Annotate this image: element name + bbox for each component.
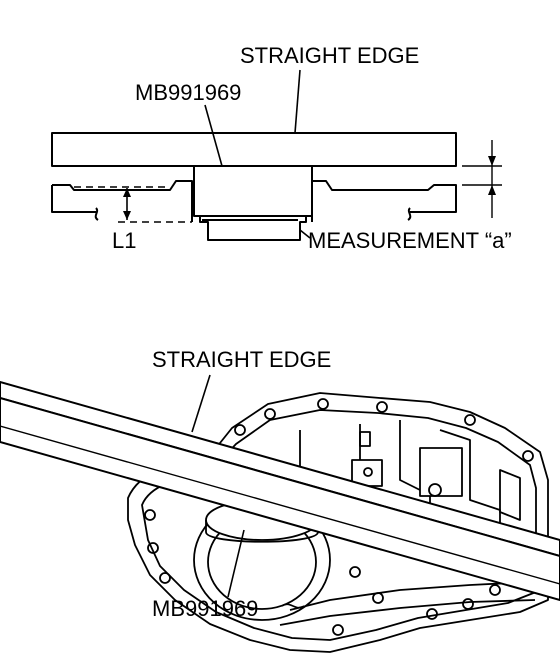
- measurement-a-arrow-top: [488, 156, 496, 166]
- bottom-leaders: [191, 374, 305, 609]
- bolt-hole: [147, 542, 159, 554]
- case-boss-hole: [363, 467, 373, 477]
- straight-edge-leader-bottom: [191, 374, 211, 433]
- measurement-leader: [299, 229, 311, 239]
- top-straight-edge-label: STRAIGHT EDGE: [240, 43, 419, 68]
- l1-label: L1: [112, 228, 136, 253]
- bolt-hole: [332, 624, 344, 636]
- lower-flange-lip: [279, 599, 536, 626]
- l1-arrow-down: [123, 211, 131, 220]
- case-boss-hole: [428, 483, 442, 497]
- tool-label-tail: [281, 603, 305, 609]
- bolt-hole: [234, 424, 246, 436]
- housing-right-break: [407, 207, 412, 221]
- case-boss: [351, 459, 383, 487]
- measurement-a-arrow-bottom: [488, 185, 496, 195]
- bolt-hole: [376, 401, 388, 413]
- tool-mb991969-base: [199, 216, 307, 241]
- bolt-hole: [264, 408, 276, 420]
- housing-left-section: [51, 180, 193, 222]
- tool-leader-bottom: [227, 529, 245, 598]
- straight-edge-side-face: [0, 397, 560, 601]
- bottom-tool-label: MB991969: [152, 596, 258, 621]
- bolt-hole: [426, 608, 438, 620]
- straight-edge-bar: [51, 132, 457, 167]
- measurement-a-label: MEASUREMENT “a”: [308, 228, 512, 253]
- bolt-hole: [522, 450, 534, 462]
- bolt-hole: [349, 566, 361, 578]
- top-cross-section-diagram: [51, 69, 502, 241]
- bolt-hole: [462, 598, 474, 610]
- tool-mb991969-rim: [205, 520, 319, 543]
- top-tool-label: MB991969: [135, 80, 241, 105]
- straight-edge-inner-edge: [0, 425, 560, 585]
- straight-edge-top-face: [0, 381, 560, 557]
- housing-right-section: [311, 180, 457, 222]
- case-detail: [359, 431, 521, 521]
- bottom-straight-edge: [0, 381, 560, 601]
- tool-mb991969-body: [193, 165, 313, 217]
- housing-left-break: [94, 207, 99, 221]
- bottom-straight-edge-label: STRAIGHT EDGE: [152, 347, 331, 372]
- bolt-hole: [144, 509, 156, 521]
- bolt-hole: [464, 414, 476, 426]
- bolt-hole: [159, 572, 171, 584]
- bolt-hole: [317, 398, 329, 410]
- straight-edge-leader-top: [294, 69, 301, 134]
- tool-leader-top: [204, 104, 223, 167]
- l1-arrow-up: [123, 188, 131, 197]
- bolt-hole: [489, 584, 501, 596]
